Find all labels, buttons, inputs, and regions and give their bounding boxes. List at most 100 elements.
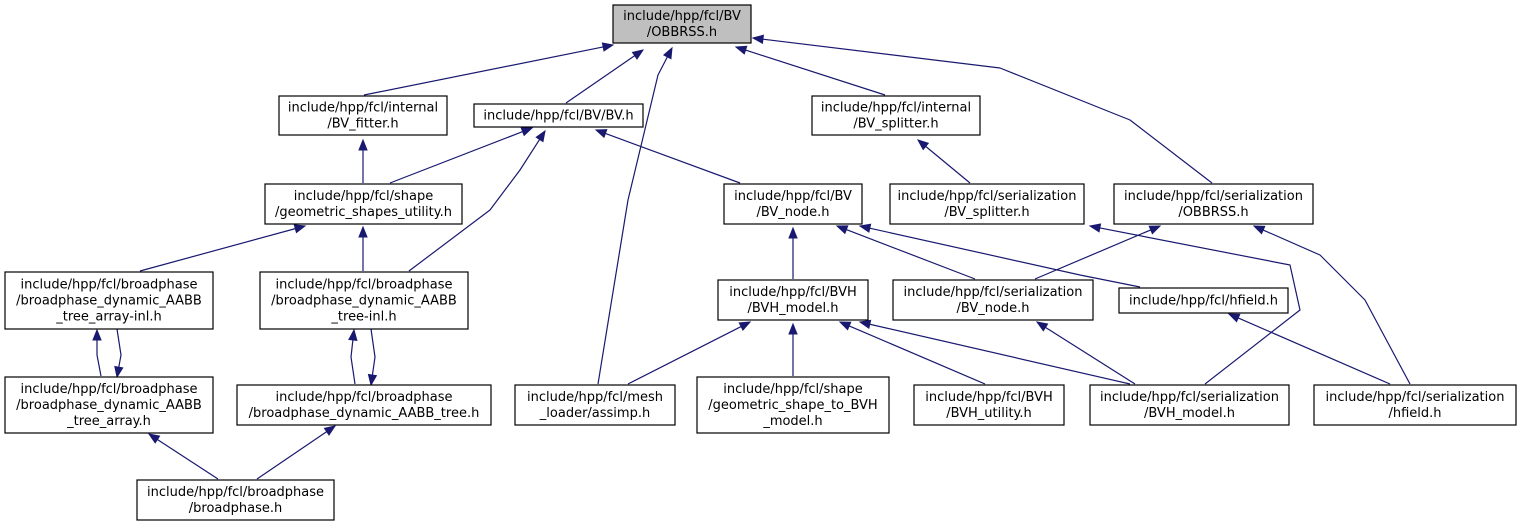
node-box[interactable]: [264, 183, 463, 225]
node-box[interactable]: [4, 376, 214, 434]
node-geometric-shapes-utility[interactable]: include/hpp/fcl/shape/geometric_shapes_u…: [264, 183, 463, 225]
node-bp-tree-array[interactable]: include/hpp/fcl/broadphase/broadphase_dy…: [4, 376, 214, 434]
node-bv-node[interactable]: include/hpp/fcl/BV/BV_node.h: [723, 183, 863, 225]
node-label: include/hpp/fcl/hfield.h: [1129, 294, 1278, 309]
edge-line: [1034, 229, 1152, 280]
node-box[interactable]: [136, 479, 335, 521]
node-label: /broadphase_dynamic_AABB: [16, 294, 202, 309]
node-box[interactable]: [236, 384, 492, 426]
node-label: include/hpp/fcl/broadphase: [275, 390, 452, 405]
edge-line: [350, 339, 356, 385]
node-box[interactable]: [1113, 183, 1314, 225]
node-label: include/hpp/fcl/broadphase: [20, 382, 197, 397]
node-box[interactable]: [889, 183, 1085, 225]
arrowhead-icon: [348, 328, 358, 341]
arrowhead-icon: [662, 46, 673, 60]
node-obbrss[interactable]: include/hpp/fcl/BV/OBBRSS.h: [612, 4, 752, 44]
node-label: /broadphase_dynamic_AABB: [271, 294, 457, 309]
node-mesh-loader-assimp[interactable]: include/hpp/fcl/mesh_loader/assimp.h: [514, 384, 676, 426]
arrowhead-icon: [535, 129, 546, 143]
node-ser-bv-node[interactable]: include/hpp/fcl/serialization/BV_node.h: [892, 279, 1094, 321]
node-internal-bv-fitter[interactable]: include/hpp/fcl/internal/BV_fitter.h: [278, 95, 448, 136]
arrowhead-icon: [520, 127, 534, 137]
edge-ser_hfield-to-hfield: [1227, 313, 1391, 385]
arrowhead-icon: [858, 319, 872, 329]
edge-line: [363, 46, 604, 96]
node-label: include/hpp/fcl/serialization: [1100, 390, 1279, 405]
arrowhead-icon: [114, 365, 124, 379]
node-bvh-utility[interactable]: include/hpp/fcl/BVH/BVH_utility.h: [913, 384, 1065, 426]
arrowhead-icon: [788, 322, 798, 335]
edge-bp_tree_array-to-bp_tree_array_inl: [92, 328, 102, 377]
arrowhead-icon: [1252, 225, 1266, 235]
arrowhead-icon: [1227, 313, 1241, 323]
node-bp-tree-inl[interactable]: include/hpp/fcl/broadphase/broadphase_dy…: [259, 271, 469, 330]
edge-line: [565, 55, 636, 104]
node-geometric-shape-to-bvh[interactable]: include/hpp/fcl/shape/geometric_shape_to…: [696, 376, 890, 434]
edge-line: [597, 56, 668, 385]
node-broadphase[interactable]: include/hpp/fcl/broadphase/broadphase.h: [136, 479, 335, 521]
node-box[interactable]: [1118, 287, 1289, 314]
node-label: include/hpp/fcl/serialization: [1124, 189, 1303, 204]
node-box[interactable]: [717, 279, 869, 321]
node-bvh-model[interactable]: include/hpp/fcl/BVH/BVH_model.h: [717, 279, 869, 321]
arrowhead-icon: [738, 321, 752, 331]
node-box[interactable]: [1313, 384, 1517, 426]
edge-line: [627, 325, 742, 385]
node-label: /geometric_shape_to_BVH: [708, 398, 877, 413]
node-bp-tree-array-inl[interactable]: include/hpp/fcl/broadphase/broadphase_dy…: [4, 271, 214, 330]
edge-ser_obbrss-to-obbrss: [751, 34, 1213, 184]
node-ser-bv-splitter[interactable]: include/hpp/fcl/serialization/BV_splitte…: [889, 183, 1085, 225]
edge-bp_tree_inl-to-bv_bv: [408, 129, 546, 272]
edge-line: [389, 131, 523, 184]
root-node-box[interactable]: [612, 4, 752, 44]
node-box[interactable]: [4, 271, 214, 330]
node-ser-obbrss[interactable]: include/hpp/fcl/serialization/OBBRSS.h: [1113, 183, 1314, 225]
edge-geometric_shape_to_bvh-to-bvh_model: [788, 322, 798, 376]
edge-line: [157, 438, 219, 480]
node-box[interactable]: [913, 384, 1065, 426]
edge-broadphase-to-bp_tree: [256, 425, 337, 480]
arrowhead-icon: [367, 373, 378, 387]
node-bv-bv[interactable]: include/hpp/fcl/BV/BV.h: [473, 103, 644, 128]
node-label: include/hpp/fcl/BV/BV.h: [483, 109, 633, 124]
node-label: include/hpp/fcl/BV: [623, 9, 741, 24]
edge-line: [1237, 317, 1391, 385]
edge-line: [96, 340, 102, 377]
node-box[interactable]: [514, 384, 676, 426]
node-label: _tree_array-inl.h: [55, 310, 162, 325]
node-label: /BV_splitter.h: [944, 205, 1029, 220]
node-label: /BVH_model.h: [748, 301, 839, 316]
edge-ser_bv_node-to-ser_obbrss: [1034, 225, 1162, 280]
node-box[interactable]: [811, 95, 981, 136]
edge-bv_bv-to-obbrss: [565, 49, 645, 104]
node-label: /OBBRSS.h: [647, 25, 717, 40]
node-hfield[interactable]: include/hpp/fcl/hfield.h: [1118, 287, 1289, 314]
edge-line: [846, 229, 976, 280]
node-box[interactable]: [259, 271, 469, 330]
node-box[interactable]: [278, 95, 448, 136]
node-box[interactable]: [892, 279, 1094, 321]
edge-line: [605, 132, 741, 184]
node-internal-bv-splitter[interactable]: include/hpp/fcl/internal/BV_splitter.h: [811, 95, 981, 136]
node-label: /BV_node.h: [956, 301, 1029, 316]
edge-line: [1045, 326, 1136, 385]
node-ser-hfield[interactable]: include/hpp/fcl/serialization/hfield.h: [1313, 384, 1517, 426]
edge-bp_tree_inl-to-geometric_shapes_utility: [358, 225, 368, 271]
edge-line: [1262, 229, 1411, 385]
edge-line: [408, 139, 541, 272]
edge-bp_tree_array_inl-to-bp_tree_array: [114, 328, 124, 379]
node-box[interactable]: [696, 376, 890, 434]
arrowhead-icon: [734, 45, 748, 55]
edge-line: [256, 431, 328, 480]
node-bp-tree[interactable]: include/hpp/fcl/broadphase/broadphase_dy…: [236, 384, 492, 426]
node-box[interactable]: [723, 183, 863, 225]
arrowhead-icon: [594, 129, 608, 139]
edge-ser_bvh_model-to-bvh_model: [858, 319, 1131, 385]
edge-line: [869, 227, 1141, 288]
node-box[interactable]: [1089, 384, 1290, 426]
node-box[interactable]: [473, 103, 644, 128]
node-ser-bvh-model[interactable]: include/hpp/fcl/serialization/BVH_model.…: [1089, 384, 1290, 426]
node-label: /BV_splitter.h: [853, 117, 938, 132]
